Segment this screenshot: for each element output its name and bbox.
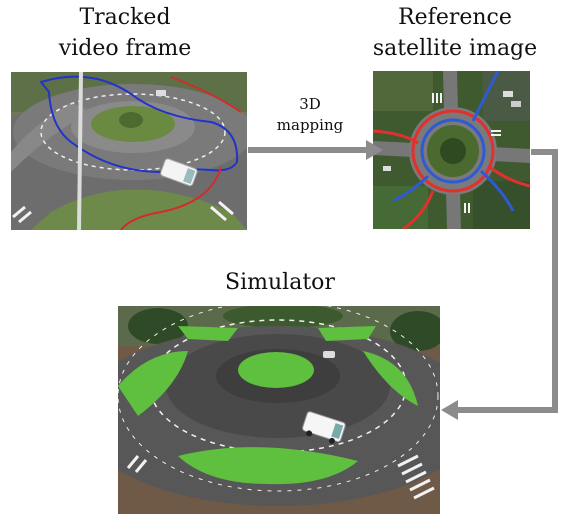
tracked-title-line1: Tracked	[79, 5, 171, 30]
simulator-render	[118, 306, 440, 514]
simulation-arrow	[456, 149, 558, 413]
tracked-video-frame	[11, 72, 247, 230]
reference-title-line1: Reference	[398, 5, 512, 30]
simulation-arrowhead	[441, 400, 458, 420]
reference-satellite-image	[373, 71, 530, 229]
mapping-label-line2: mapping	[276, 116, 344, 134]
mapping-label-line1: 3D	[299, 95, 321, 113]
mapping-arrowhead	[366, 140, 383, 160]
tracked-title-line2: video frame	[58, 36, 192, 61]
reference-title-line2: satellite image	[372, 36, 538, 61]
simulator-title: Simulator	[225, 270, 335, 295]
